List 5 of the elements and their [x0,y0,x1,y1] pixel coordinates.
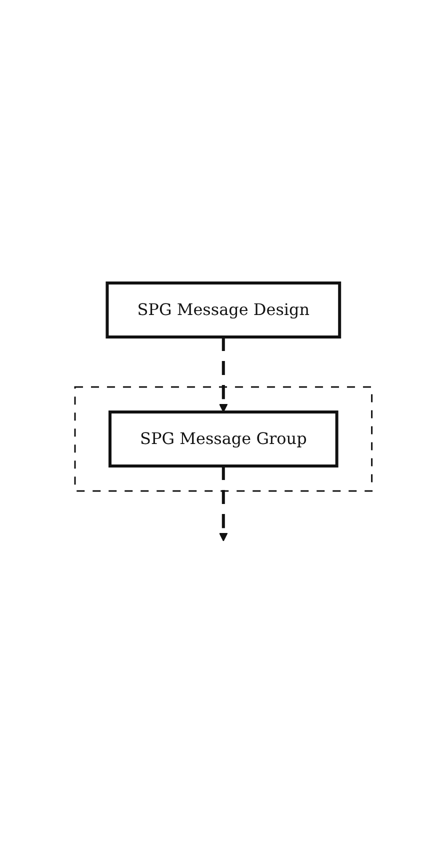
arrow [219,466,228,542]
node-box: SPG Message Group [108,410,338,468]
cluster [74,386,373,492]
node-box: SPG Message Design [106,282,342,338]
arrow [219,337,228,412]
